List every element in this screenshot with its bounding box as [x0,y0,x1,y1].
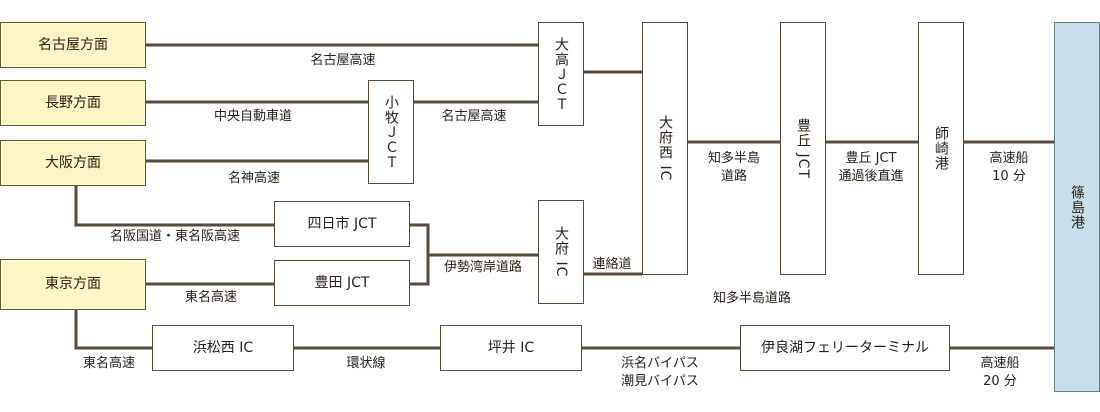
node-morozaki-port-label: 師崎港 [933,126,950,171]
node-yokkaichi-jct-label: 四日市 JCT [307,215,377,232]
node-irago-terminal: 伊良湖フェリーターミナル [740,325,950,371]
node-obunishi-ic: 大府西 IC [642,22,688,275]
node-tsuboi-ic: 坪井 IC [440,325,582,371]
node-morozaki-port: 師崎港 [918,22,964,275]
label-meishin: 名神高速 [227,171,281,186]
origin-nagoya: 名古屋方面 [0,22,146,68]
label-isewan: 伊勢湾岸道路 [443,260,523,275]
label-ferry-bottom: 高速船 20 分 [980,356,1020,389]
origin-nagano: 長野方面 [0,80,146,126]
line-yokkaichi-toyota [410,223,430,286]
node-shinojima-port: 篠島港 [1054,22,1100,392]
node-obu-ic: 大府 IC [538,200,584,304]
label-chita-road-lower: 知多半島道路 [712,291,792,306]
label-ferry-top: 高速船 10 分 [989,151,1029,184]
label-kanjo: 環状線 [346,356,386,371]
line-tokyo-hamamatsunishi [74,310,152,350]
origin-osaka: 大阪方面 [0,140,146,186]
label-bypass: 浜名バイパス 潮見バイパス [621,356,699,389]
origin-osaka-label: 大阪方面 [45,154,101,171]
label-meihan-tomeihan: 名阪国道・東名阪高速 [109,229,241,244]
node-irago-terminal-label: 伊良湖フェリーターミナル [761,339,929,356]
origin-nagano-label: 長野方面 [45,94,101,111]
node-obu-ic-label: 大府 IC [553,226,570,278]
node-toyota-jct: 豊田 JCT [274,260,410,306]
node-obunishi-ic-label: 大府西 IC [657,115,674,182]
label-tomei-1: 東名高速 [184,290,238,305]
label-toyooka-straight: 豊丘 JCT 通過後直進 [838,151,904,184]
node-odaka-jct-label: 大高ＪＣＴ [553,36,570,112]
node-tsuboi-ic-label: 坪井 IC [487,339,535,356]
node-toyota-jct-label: 豊田 JCT [314,274,370,291]
node-toyooka-jct: 豊丘 JCT [780,22,826,275]
label-tomei-2: 東名高速 [82,356,136,371]
node-toyooka-jct-label: 豊丘 JCT [795,118,812,179]
label-renraku: 連絡道 [592,257,632,272]
label-chuo-expwy: 中央自動車道 [213,109,293,124]
origin-nagoya-label: 名古屋方面 [38,36,108,53]
origin-tokyo: 東京方面 [0,259,146,310]
node-hamamatsunishi-ic: 浜松西 IC [152,325,294,371]
node-hamamatsunishi-ic-label: 浜松西 IC [192,339,254,356]
origin-tokyo-label: 東京方面 [45,276,101,293]
node-komaki-jct-label: 小牧ＪＣＴ [383,94,400,170]
node-shinojima-port-label: 篠島港 [1069,184,1086,230]
node-odaka-jct: 大高ＪＣＴ [538,22,584,126]
line-osaka-yokkaichi [74,186,274,227]
label-chita-road: 知多半島 道路 [707,151,761,184]
node-yokkaichi-jct: 四日市 JCT [274,201,410,247]
label-nagoya-expwy-mid: 名古屋高速 [441,109,507,124]
label-nagoya-expwy-top: 名古屋高速 [310,53,376,68]
node-komaki-jct: 小牧ＪＣＴ [368,80,414,184]
